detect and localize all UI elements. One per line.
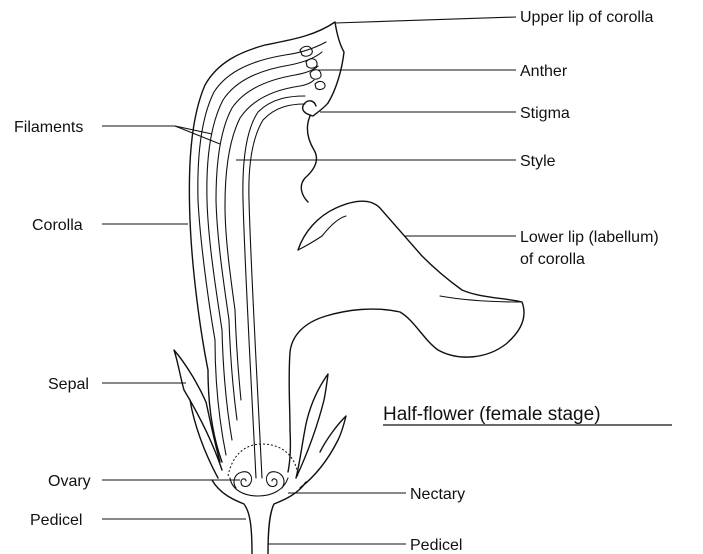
label-anther: Anther	[520, 63, 568, 80]
tube-right-wall	[288, 430, 290, 472]
ovary-outline	[230, 478, 288, 496]
receptacle	[212, 480, 306, 554]
label-lower-lip-1: Lower lip (labellum)	[520, 229, 659, 246]
sepal-left	[174, 350, 222, 470]
leader-lines	[102, 17, 516, 544]
diagram-title: Half-flower (female stage)	[383, 404, 601, 425]
label-stigma: Stigma	[520, 105, 570, 122]
labels: Upper lip of corolla Anther Stigma Style…	[14, 9, 659, 554]
filament-4	[225, 80, 314, 400]
corolla-outline	[189, 22, 344, 462]
hood-front-edge	[301, 116, 316, 202]
label-corolla: Corolla	[32, 217, 83, 234]
label-ovary: Ovary	[48, 473, 91, 490]
label-upper-lip: Upper lip of corolla	[520, 9, 654, 26]
label-style: Style	[520, 153, 556, 170]
label-filaments: Filaments	[14, 119, 83, 136]
flower-drawing	[174, 22, 524, 554]
filament-3	[216, 66, 318, 420]
label-pedicel-right: Pedicel	[410, 537, 462, 554]
filament-1	[198, 42, 326, 455]
label-nectary: Nectary	[410, 486, 465, 503]
ovule-right	[266, 472, 284, 488]
leader-upper-lip	[335, 17, 516, 23]
sepal-right	[296, 374, 328, 478]
lower-lip-fold	[298, 216, 522, 302]
label-pedicel-left: Pedicel	[30, 512, 82, 529]
label-sepal: Sepal	[48, 376, 89, 393]
stigma	[303, 101, 328, 116]
label-lower-lip-2: of corolla	[520, 251, 585, 268]
